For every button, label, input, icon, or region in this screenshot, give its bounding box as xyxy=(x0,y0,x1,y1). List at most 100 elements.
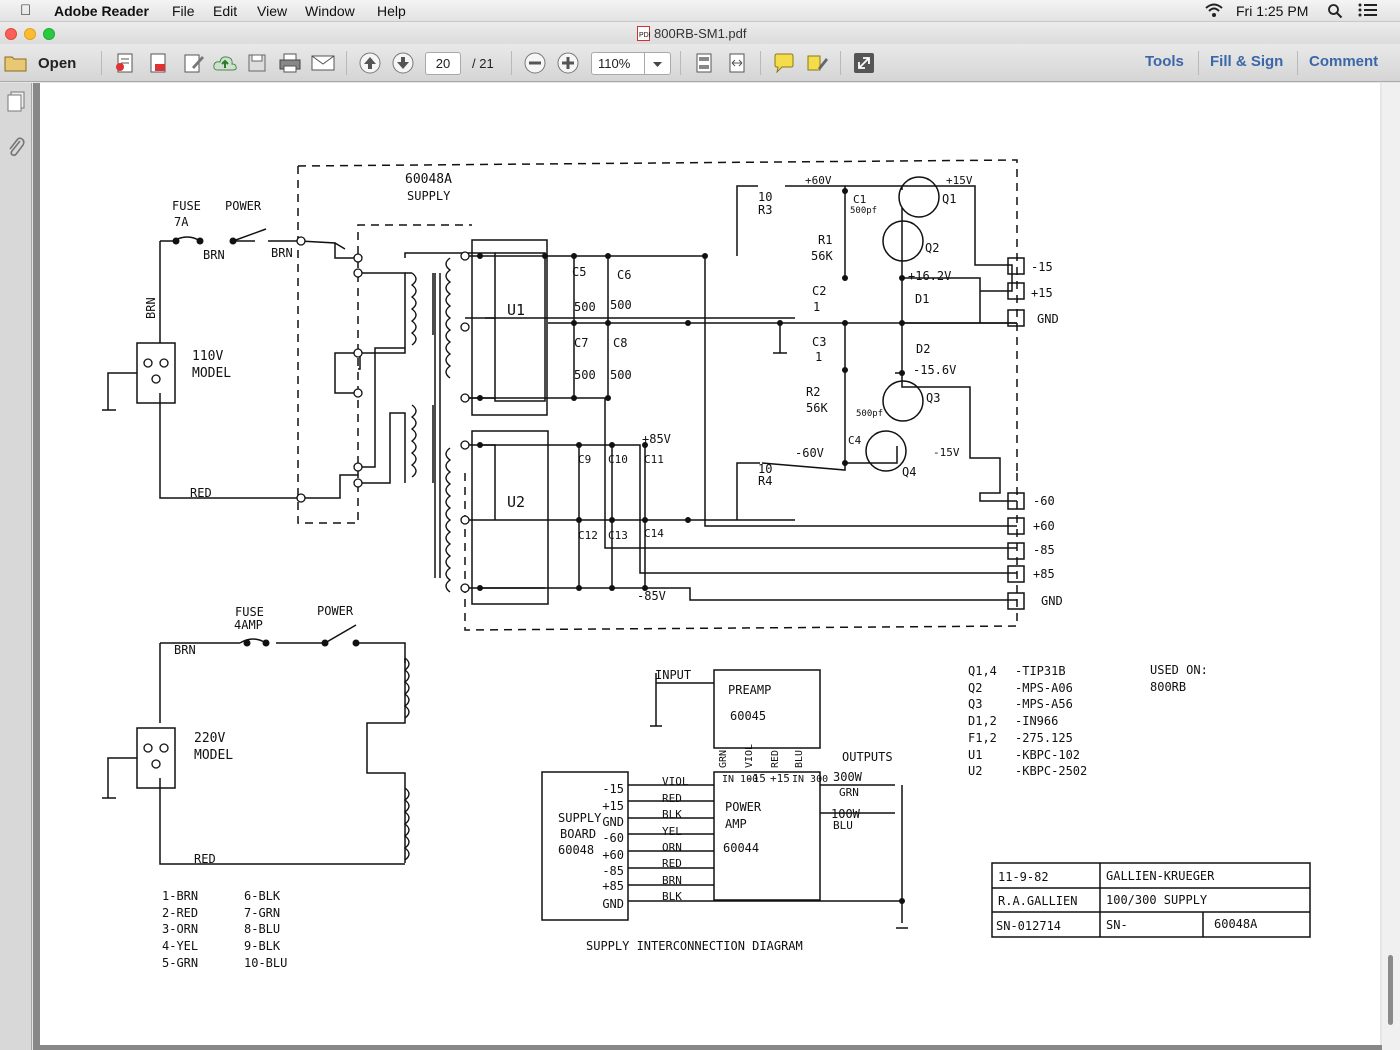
resistor-value: 56K xyxy=(811,249,833,263)
pdf-file-icon: PDF xyxy=(637,26,653,44)
window-titlebar: PDF 800RB-SM1.pdf xyxy=(0,22,1400,44)
supply-title: 60048A xyxy=(405,172,452,187)
minimize-window-button[interactable] xyxy=(24,28,36,40)
edit-pdf-icon[interactable] xyxy=(181,51,205,75)
cap-value: 500 xyxy=(610,298,632,312)
parts-value: -KBPC-102 xyxy=(1015,748,1080,762)
parts-value: -TIP31B xyxy=(1015,664,1066,678)
page-thumbnails-icon[interactable] xyxy=(6,91,26,118)
zoom-dropdown-button[interactable] xyxy=(644,52,671,75)
used-on-label: USED ON: xyxy=(1150,663,1208,677)
preamp-pin: GRN xyxy=(718,750,729,768)
wire-label: BRN xyxy=(203,248,225,262)
zoom-out-icon[interactable] xyxy=(523,51,547,75)
cap-value: 500 xyxy=(610,368,632,382)
wifi-icon[interactable] xyxy=(1204,3,1224,21)
apple-menu-icon[interactable]:  xyxy=(20,2,31,19)
output-label: +60 xyxy=(1033,519,1055,533)
menu-help[interactable]: Help xyxy=(377,3,406,19)
highlight-text-icon[interactable] xyxy=(805,51,829,75)
wire-color: RED xyxy=(662,792,682,805)
upload-cloud-icon[interactable] xyxy=(213,51,237,75)
supply-pin: +60 xyxy=(602,848,624,862)
preamp-pin: BLU xyxy=(794,750,805,768)
cap-label: C13 xyxy=(608,529,628,542)
transistor-label: Q3 xyxy=(926,391,940,405)
notification-center-icon[interactable] xyxy=(1358,3,1378,20)
fuse-label: FUSE xyxy=(235,605,264,619)
zoom-level-input[interactable]: 110% xyxy=(591,52,645,75)
used-on-model: 800RB xyxy=(1150,680,1186,694)
cap-label: C2 xyxy=(812,284,826,298)
cap-value: 1 xyxy=(815,350,822,364)
open-folder-icon[interactable] xyxy=(4,51,28,75)
resistor-label: R2 xyxy=(806,385,820,399)
wire-color: VIOL xyxy=(662,775,689,788)
voltage-label: -60V xyxy=(795,446,824,460)
email-icon[interactable] xyxy=(311,51,335,75)
preamp-label: PREAMP xyxy=(728,683,771,697)
power-amp-pin: -15 xyxy=(746,772,766,785)
wire-code: 2-RED xyxy=(162,906,198,920)
print-icon[interactable] xyxy=(278,51,302,75)
menubar-clock[interactable]: Fri 1:25 PM xyxy=(1236,3,1309,19)
voltage-label: -15.6V xyxy=(913,363,956,377)
full-screen-icon[interactable] xyxy=(852,51,876,75)
schematic-drawing: 60048A SUPPLY FUSE 7A POWER BRN BRN BRN … xyxy=(102,159,1311,970)
rectifier-label: U1 xyxy=(507,301,525,319)
app-menu[interactable]: Adobe Reader xyxy=(54,3,149,19)
cap-label: C3 xyxy=(812,335,826,349)
output-label: -60 xyxy=(1033,494,1055,508)
fit-width-icon[interactable] xyxy=(725,51,749,75)
parts-ref: Q1,4 xyxy=(968,664,997,678)
cap-label: C9 xyxy=(578,453,591,466)
supply-board-label: SUPPLY xyxy=(558,811,602,825)
cap-label: C10 xyxy=(608,453,628,466)
wire-label: BRN xyxy=(174,643,196,657)
sticky-note-icon[interactable] xyxy=(772,51,796,75)
cap-value: 1 xyxy=(813,300,820,314)
title-block-part: 60048A xyxy=(1214,917,1258,931)
output-power-label: 100W xyxy=(831,807,861,821)
menu-view[interactable]: View xyxy=(257,3,288,19)
menu-window[interactable]: Window xyxy=(305,3,355,19)
cap-label: C12 xyxy=(578,529,598,542)
parts-ref: Q3 xyxy=(968,697,982,711)
wire-color: ORN xyxy=(662,841,682,854)
open-button[interactable]: Open xyxy=(38,55,77,72)
toolbar: Open 20 / 21 110% xyxy=(0,44,1400,82)
model-label: 110V xyxy=(192,349,223,364)
parts-ref: U1 xyxy=(968,748,982,762)
scrollbar-thumb[interactable] xyxy=(1388,955,1393,1025)
create-pdf-icon[interactable] xyxy=(113,51,137,75)
output-wire-label: BLU xyxy=(833,819,853,832)
zoom-in-icon[interactable] xyxy=(556,51,580,75)
export-pdf-icon[interactable] xyxy=(146,51,170,75)
spotlight-search-icon[interactable] xyxy=(1327,3,1343,22)
preamp-pin: VIOL xyxy=(744,744,755,768)
fit-page-icon[interactable] xyxy=(692,51,716,75)
tools-button[interactable]: Tools xyxy=(1145,53,1184,70)
supply-pin: -60 xyxy=(602,831,624,845)
menu-edit[interactable]: Edit xyxy=(213,3,238,19)
page-number-input[interactable]: 20 xyxy=(425,52,461,75)
cap-value: 500 xyxy=(574,300,596,314)
previous-page-icon[interactable] xyxy=(358,51,382,75)
vertical-scrollbar[interactable] xyxy=(1382,83,1400,1050)
wire-label: RED xyxy=(194,852,216,866)
title-block-date: 11-9-82 xyxy=(998,870,1049,884)
save-icon[interactable] xyxy=(245,51,269,75)
close-window-button[interactable] xyxy=(5,28,17,40)
title-block-author: R.A.GALLIEN xyxy=(998,894,1077,908)
cap-label: C8 xyxy=(613,336,627,350)
menu-file[interactable]: File xyxy=(172,3,195,19)
fuse-rating: 7A xyxy=(174,215,189,229)
supply-pin: +85 xyxy=(602,879,624,893)
comment-button[interactable]: Comment xyxy=(1309,53,1379,70)
supply-pin: -15 xyxy=(602,782,624,796)
next-page-icon[interactable] xyxy=(391,51,415,75)
voltage-label: +85V xyxy=(642,432,671,446)
attachments-paperclip-icon[interactable] xyxy=(6,135,26,164)
fill-sign-button[interactable]: Fill & Sign xyxy=(1210,53,1284,70)
zoom-window-button[interactable] xyxy=(43,28,55,40)
